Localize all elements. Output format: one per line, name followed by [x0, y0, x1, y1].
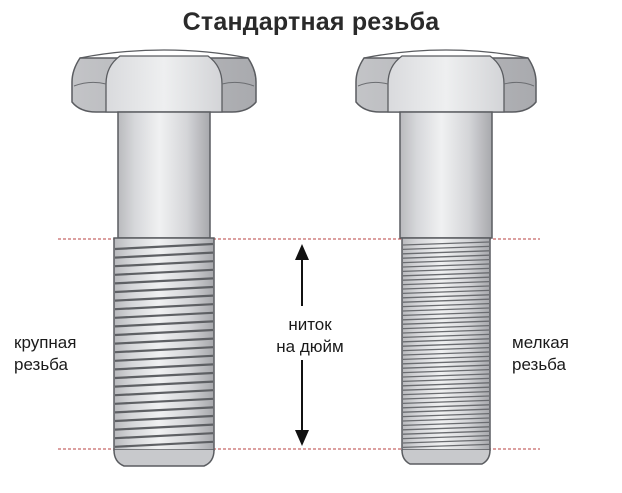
thread-groove — [402, 426, 490, 431]
fine-bolt-shank — [399, 111, 493, 239]
coarse-bolt-head — [71, 49, 257, 113]
thread-groove — [114, 285, 214, 294]
thread-groove — [114, 406, 214, 414]
threads-per-inch-label: ниток на дюйм — [262, 314, 358, 358]
fine-thread-label: мелкая резьба — [512, 332, 569, 376]
diagram-title: Стандартная резьба — [182, 8, 440, 36]
thread-groove — [402, 302, 490, 308]
tpi-label-line-1: ниток — [288, 315, 332, 334]
thread-groove — [114, 371, 214, 380]
thread-groove — [402, 333, 490, 339]
thread-groove — [402, 324, 490, 330]
thread-groove — [114, 328, 214, 337]
thread-groove — [402, 280, 490, 286]
thread-groove — [402, 276, 490, 281]
thread-groove — [114, 268, 214, 276]
coarse-label-line-1: крупная — [14, 333, 77, 352]
threads-per-inch-arrow — [295, 244, 309, 446]
thread-groove — [402, 408, 490, 413]
thread-groove — [402, 329, 490, 334]
thread-groove — [114, 354, 214, 362]
thread-groove — [114, 440, 214, 448]
thread-groove — [402, 404, 490, 409]
thread-groove — [402, 430, 490, 435]
thread-groove — [114, 242, 214, 251]
thread-groove — [114, 294, 214, 302]
thread-groove — [114, 380, 214, 388]
thread-groove — [114, 432, 214, 440]
thread-groove — [114, 260, 214, 268]
thread-groove — [114, 251, 214, 259]
tpi-label-line-2: на дюйм — [276, 337, 344, 356]
thread-groove — [402, 258, 490, 264]
thread-groove — [114, 311, 214, 319]
fine-label-line-1: мелкая — [512, 333, 569, 352]
thread-groove — [402, 364, 490, 369]
fine-bolt-head — [355, 49, 537, 113]
thread-groove — [402, 386, 490, 391]
thread-groove — [402, 338, 490, 343]
thread-groove — [402, 368, 490, 374]
thread-groove — [114, 337, 214, 345]
thread-groove — [402, 399, 490, 405]
thread-groove — [402, 285, 490, 290]
thread-groove — [402, 250, 490, 255]
thread-groove — [402, 390, 490, 396]
thread-groove — [402, 307, 490, 312]
thread-groove — [114, 414, 214, 423]
thread-groove — [114, 363, 214, 371]
fine-thread-bolt — [355, 49, 537, 465]
thread-groove — [402, 289, 490, 295]
coarse-thread-label: крупная резьба — [14, 332, 76, 376]
thread-groove — [402, 316, 490, 321]
thread-groove — [402, 439, 490, 444]
thread-groove — [402, 443, 490, 449]
coarse-label-line-2: резьба — [14, 355, 68, 374]
thread-groove — [402, 245, 490, 251]
thread-groove — [402, 254, 490, 259]
thread-groove — [114, 320, 214, 328]
thread-groove — [114, 303, 214, 311]
thread-groove — [114, 389, 214, 397]
thread-groove — [402, 263, 490, 268]
thread-groove — [402, 298, 490, 303]
thread-groove — [402, 311, 490, 317]
arrow-down-head — [295, 430, 309, 446]
thread-groove — [402, 421, 490, 427]
coarse-bolt-shank — [117, 111, 211, 239]
thread-groove — [402, 377, 490, 383]
thread-groove — [402, 351, 490, 356]
thread-groove — [114, 346, 214, 354]
thread-groove — [114, 397, 214, 405]
thread-groove — [114, 423, 214, 431]
thread-groove — [402, 272, 490, 277]
arrow-up-head — [295, 244, 309, 260]
thread-groove — [402, 320, 490, 325]
thread-groove — [402, 360, 490, 365]
thread-groove — [402, 294, 490, 299]
thread-groove — [402, 267, 490, 273]
fine-bolt-thread — [401, 237, 491, 465]
thread-groove — [402, 342, 490, 347]
fine-label-line-2: резьба — [512, 355, 566, 374]
coarse-bolt-thread — [113, 237, 215, 467]
thread-groove — [402, 373, 490, 378]
thread-groove — [402, 395, 490, 400]
thread-groove — [402, 434, 490, 440]
thread-groove — [402, 412, 490, 418]
thread-groove — [114, 277, 214, 285]
coarse-thread-bolt — [71, 49, 257, 467]
thread-groove — [402, 382, 490, 387]
thread-groove — [402, 355, 490, 361]
thread-groove — [402, 346, 490, 352]
thread-groove — [402, 417, 490, 422]
thread-groove — [402, 241, 490, 246]
